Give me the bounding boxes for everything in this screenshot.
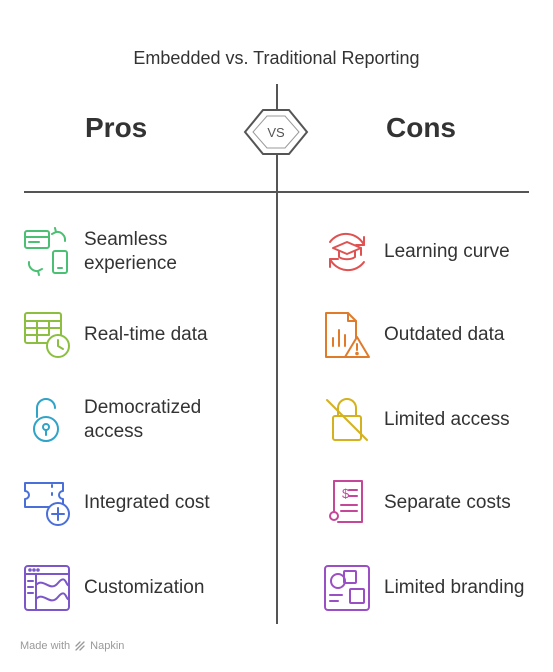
pros-item-label: Integrated cost — [84, 492, 210, 513]
unlocked-padlock-icon — [33, 398, 59, 442]
pros-item-democratized-access: Democratized access — [22, 395, 234, 445]
cons-item-label: Limited branding — [384, 577, 525, 598]
napkin-logo-icon — [75, 641, 85, 651]
ticket-plus-icon — [24, 482, 70, 526]
cons-item-label: Outdated data — [384, 324, 505, 345]
pros-item-label: Democratized access — [84, 397, 202, 442]
pros-item-label: Seamless experience — [84, 229, 177, 274]
horizontal-divider — [24, 191, 529, 193]
cons-item-outdated-data: Outdated data — [322, 310, 534, 360]
svg-text:$: $ — [342, 486, 350, 501]
cons-item-learning-curve: Learning curve — [322, 227, 534, 277]
seamless-experience-icon — [24, 227, 68, 276]
document-warning-icon — [325, 312, 370, 358]
pros-item-customization: Customization — [22, 563, 234, 613]
pros-item-real-time-data: Real-time data — [22, 310, 234, 360]
pros-item-label: Customization — [84, 577, 205, 598]
receipt-icon: $ — [329, 480, 363, 523]
footer-brand: Napkin — [90, 640, 125, 652]
table-clock-icon — [24, 312, 70, 358]
footer-attribution: Made with Napkin — [20, 640, 124, 652]
graduation-cap-cycle-icon — [329, 232, 365, 272]
pros-item-seamless-experience: Seamless experience — [22, 227, 234, 277]
cons-item-label: Limited access — [384, 409, 510, 430]
cons-item-label: Learning curve — [384, 241, 510, 262]
cons-item-limited-access: Limited access — [322, 395, 534, 445]
cons-item-label: Separate costs — [384, 492, 511, 513]
pros-heading: Pros — [85, 112, 148, 143]
dashboard-window-icon — [24, 565, 70, 611]
cons-item-limited-branding: Limited branding — [322, 563, 534, 613]
vertical-divider — [276, 84, 278, 624]
pros-item-label: Real-time data — [84, 324, 208, 345]
cons-item-separate-costs: $ Separate costs — [322, 478, 534, 528]
vs-label: VS — [267, 125, 285, 140]
diagram-title: Embedded vs. Traditional Reporting — [133, 48, 420, 68]
crossed-padlock-icon — [326, 398, 368, 441]
footer-made-with: Made with — [20, 640, 71, 652]
branding-board-icon — [324, 565, 370, 611]
pros-item-integrated-cost: Integrated cost — [22, 478, 234, 528]
vs-badge: VS — [243, 109, 309, 155]
cons-heading: Cons — [386, 112, 456, 143]
